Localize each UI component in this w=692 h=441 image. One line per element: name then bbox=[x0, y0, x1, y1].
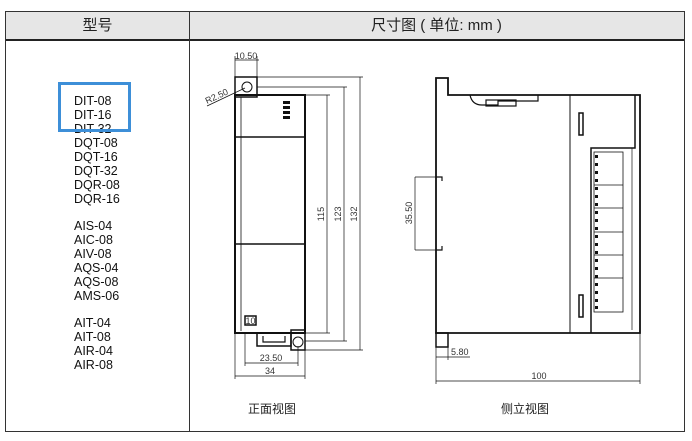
model-item: AMS-06 bbox=[74, 289, 120, 303]
side-body bbox=[435, 77, 641, 334]
selection-highlight[interactable] bbox=[58, 82, 131, 132]
terminal-screws bbox=[595, 155, 598, 309]
dim-label: 23.50 bbox=[260, 353, 283, 363]
model-item: DQT-08 bbox=[74, 136, 118, 150]
dim-label: 35.50 bbox=[404, 202, 414, 225]
dim-label: 123 bbox=[333, 206, 343, 221]
model-list: DIT-08 DIT-16 DIT-32 DQT-08 DQT-16 DQT-3… bbox=[74, 94, 120, 372]
model-item: AIS-04 bbox=[74, 219, 113, 233]
model-item: AIR-08 bbox=[74, 358, 113, 372]
module-body bbox=[234, 94, 306, 334]
model-item: AIC-08 bbox=[74, 233, 113, 247]
dim-label: 100 bbox=[531, 371, 546, 381]
dim-label: R2.50 bbox=[204, 87, 230, 106]
led-indicators bbox=[283, 101, 290, 119]
mount-hole-top bbox=[241, 81, 253, 93]
badge-text: 10 bbox=[245, 316, 255, 326]
model-item: DIT-16 bbox=[74, 108, 112, 122]
dim-label: 5.80 bbox=[451, 347, 469, 357]
side-view: 35.50 5.80 100 侧立视图 bbox=[404, 77, 641, 416]
front-view: 10 10.50 R2.50 115 123 132 23.50 34 正面视图 bbox=[204, 51, 363, 416]
model-item: DIT-08 bbox=[74, 94, 112, 108]
front-view-caption: 正面视图 bbox=[248, 401, 296, 416]
mount-hole-bottom bbox=[292, 336, 304, 348]
model-item: AIV-08 bbox=[74, 247, 112, 261]
header-model: 型号 bbox=[82, 17, 113, 34]
model-item: AQS-04 bbox=[74, 261, 119, 275]
dim-label: 132 bbox=[349, 206, 359, 221]
din-clip bbox=[256, 332, 292, 347]
model-item: DQT-32 bbox=[74, 164, 118, 178]
model-item: DQT-16 bbox=[74, 150, 118, 164]
model-item: AIT-04 bbox=[74, 316, 111, 330]
column-divider bbox=[189, 12, 190, 431]
badge-box bbox=[244, 315, 257, 326]
dim-label: 10.50 bbox=[235, 51, 258, 61]
model-item: AIT-08 bbox=[74, 330, 111, 344]
dimension-table: 型号 尺寸图 ( 单位: mm ) bbox=[5, 11, 685, 432]
model-item: DQR-16 bbox=[74, 192, 120, 206]
model-item: AQS-08 bbox=[74, 275, 119, 289]
model-item: DQR-08 bbox=[74, 178, 120, 192]
dim-label: 34 bbox=[265, 366, 275, 376]
model-item: AIR-04 bbox=[74, 344, 113, 358]
side-view-caption: 侧立视图 bbox=[501, 401, 549, 416]
dim-label: 115 bbox=[316, 207, 326, 221]
header-dimension: 尺寸图 ( 单位: mm ) bbox=[371, 17, 502, 34]
table-header: 型号 尺寸图 ( 单位: mm ) bbox=[6, 12, 684, 41]
